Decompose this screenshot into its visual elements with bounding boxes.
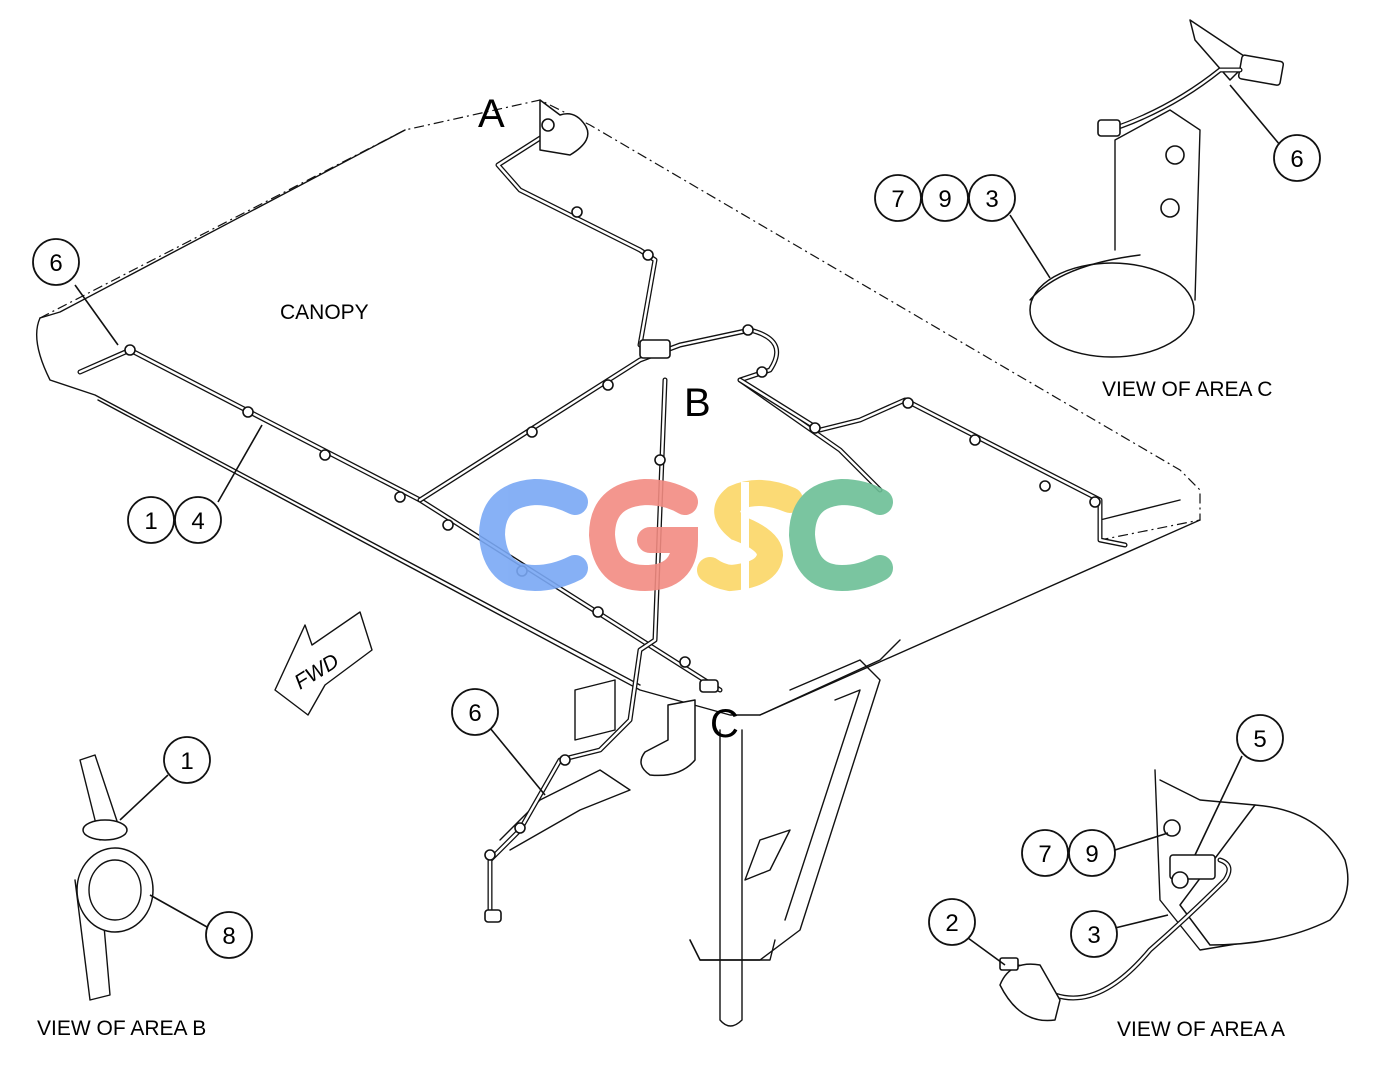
fwd-arrow: FWD [274,611,373,716]
cgsc-watermark [478,478,893,592]
callout-number: 1 [144,508,157,535]
callout-number: 6 [49,250,62,277]
wire-harness [77,132,1128,923]
callout-number: 6 [468,700,481,727]
area-c-lamp [640,699,696,777]
area-a-marker: A [478,92,505,136]
callout-number: 4 [191,508,204,535]
callout-number: 2 [945,910,958,937]
callout-number: 9 [938,186,951,213]
callout-number: 7 [891,186,904,213]
canopy-outline [35,99,1201,716]
callout-number: 7 [1038,841,1051,868]
area-a-lamp [539,99,589,156]
view-area-b: 1 8 VIEW OF AREA B [37,736,253,1040]
callout-main-1-4: 1 4 [127,424,263,544]
callout-number: 1 [180,748,193,775]
area-b-marker: B [684,381,711,425]
view-area-b-title: VIEW OF AREA B [37,1017,206,1040]
view-area-a-title: VIEW OF AREA A [1117,1018,1285,1041]
view-area-c: 6 7 9 3 VIEW OF AREA C [874,19,1321,401]
fwd-label: FWD [290,649,343,694]
callout-number: 9 [1085,841,1098,868]
callout-main-6-top: 6 [32,238,119,346]
callout-number: 5 [1253,726,1266,753]
callout-main-6-bottom: 6 [451,688,546,796]
callout-number: 3 [985,186,998,213]
callout-number: 3 [1087,922,1100,949]
callout-number: 8 [222,923,235,950]
view-area-c-title: VIEW OF AREA C [1102,378,1272,401]
callout-number: 6 [1290,146,1303,173]
view-area-a: 5 7 9 3 2 VIEW OF AREA A [928,714,1349,1041]
area-c-marker: C [710,702,739,746]
canopy-label: CANOPY [280,301,369,324]
